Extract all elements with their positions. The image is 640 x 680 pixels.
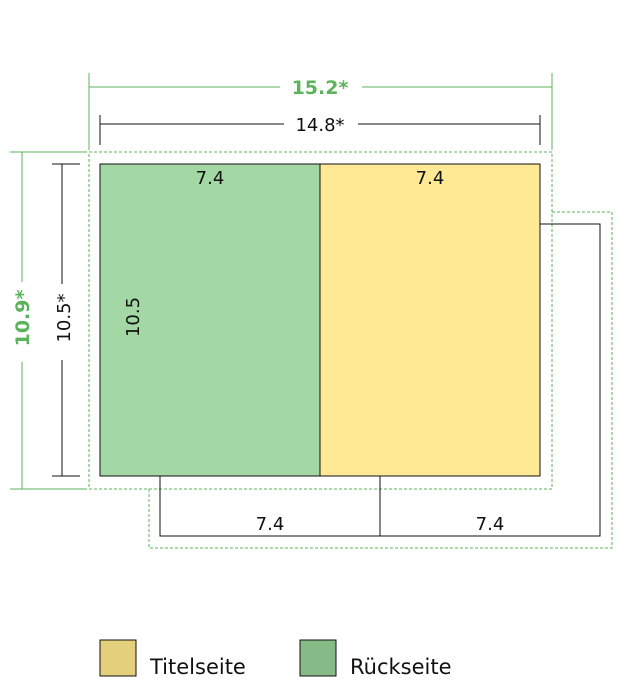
legend-label-titelseite: Titelseite: [149, 655, 246, 679]
bleed-width-label: 15.2*: [292, 77, 349, 99]
back-outline: 7.4 7.4: [159, 223, 601, 537]
bottom-left-width-label: 7.4: [256, 514, 285, 535]
left-panel-width-label: 7.4: [196, 168, 225, 189]
right-panel-width-label: 7.4: [416, 168, 445, 189]
panel-height-label: 10.5: [123, 297, 144, 337]
bleed-outline-back: [148, 211, 613, 549]
bottom-right-width-label: 7.4: [476, 514, 505, 535]
width-label: 14.8*: [295, 115, 344, 136]
legend-swatch-rueckseite: [299, 639, 337, 677]
back-outline-frame: [159, 223, 601, 537]
titelseite-panel: [319, 163, 541, 477]
dimension-total-height: 10.5*: [52, 163, 80, 477]
height-label: 10.5*: [54, 293, 75, 342]
dimension-total-height-bleed: 10.9*: [10, 151, 87, 490]
bleed-height-label: 10.9*: [12, 290, 34, 347]
rueckseite-panel: [99, 163, 321, 477]
legend-swatch-titelseite: [99, 639, 137, 677]
dimension-total-width-bleed: 15.2*: [88, 73, 553, 150]
dimension-total-width: 14.8*: [99, 115, 541, 145]
bleed-outline-front: [88, 151, 553, 490]
legend-label-rueckseite: Rückseite: [350, 655, 452, 679]
legend: Titelseite Rückseite: [99, 639, 452, 679]
